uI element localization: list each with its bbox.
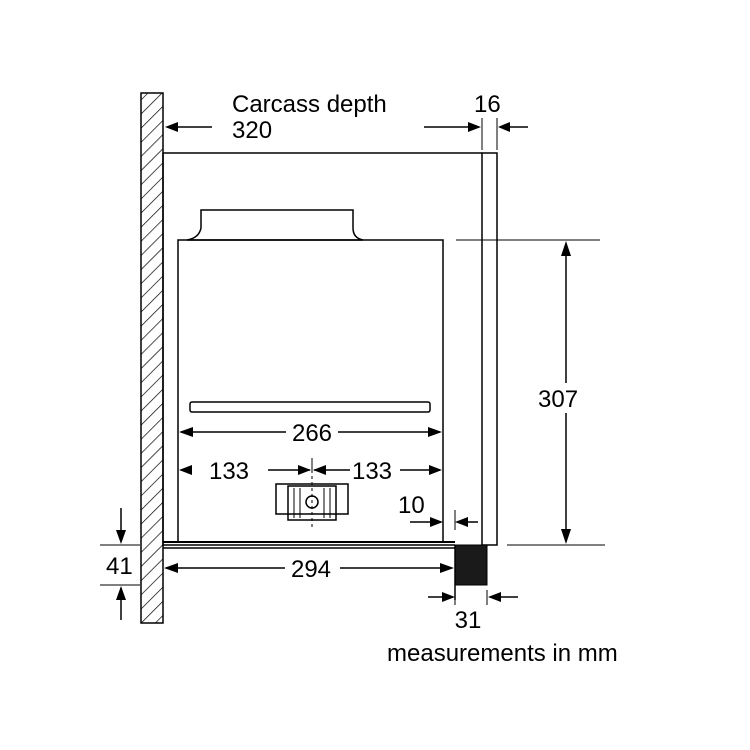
dimension-panel-thickness: 16 (474, 91, 528, 132)
dimension-gap: 10 (398, 492, 478, 530)
half-left-value: 133 (209, 458, 249, 485)
base-height-value: 41 (106, 553, 133, 580)
dimension-carcass-depth: Carcass depth 320 (165, 91, 481, 144)
gap-value: 10 (398, 492, 425, 519)
half-right-value: 133 (352, 458, 392, 485)
wall-section (140, 92, 164, 624)
carcass-depth-value: 320 (232, 117, 272, 144)
base-rail (163, 541, 488, 600)
dimension-height: 307 (535, 241, 585, 544)
units-note: measurements in mm (387, 640, 618, 667)
dimension-front-depth: 31 (428, 592, 518, 634)
front-depth-value: 31 (455, 607, 482, 634)
dimension-base-height: 41 (106, 508, 133, 620)
dimension-halves: 133 133 (179, 458, 442, 485)
fan-motor-icon (275, 470, 349, 528)
carcass-outline (162, 152, 498, 546)
exhaust-outlet (186, 209, 364, 241)
carcass-depth-label: Carcass depth (232, 91, 387, 118)
height-value: 307 (538, 386, 578, 413)
panel-thickness-value: 16 (474, 91, 501, 118)
bottom-width-value: 294 (291, 556, 331, 583)
inner-width-value: 266 (292, 420, 332, 447)
extension-lines (100, 118, 605, 605)
dimension-inner-width: 266 (179, 420, 442, 447)
dimension-bottom-width: 294 (164, 556, 454, 583)
